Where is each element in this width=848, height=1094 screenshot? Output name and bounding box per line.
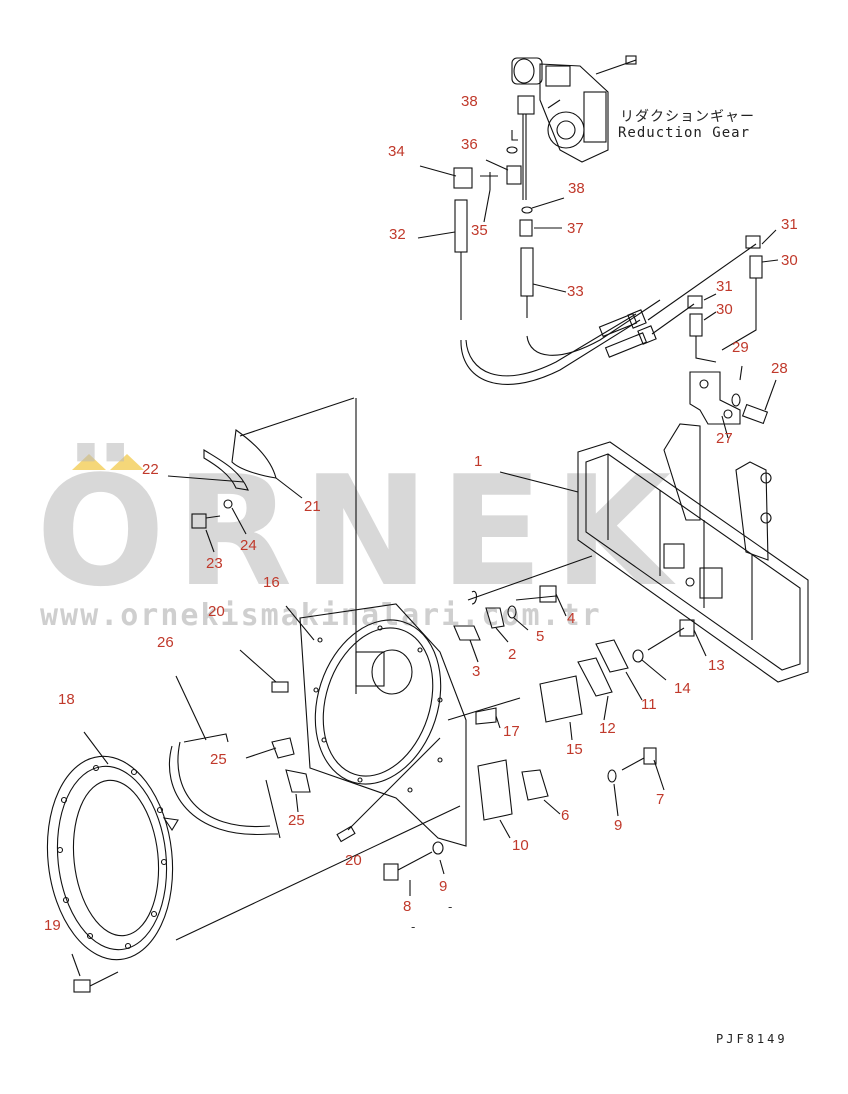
callout-33: 33	[567, 283, 584, 300]
watermark-dot-left	[72, 454, 106, 470]
callout-36: 36	[461, 136, 478, 153]
bolt-19	[71, 953, 119, 993]
callout-12: 12	[599, 720, 616, 737]
watermark-word: ÖRNEK	[36, 443, 682, 620]
fittings-30-31	[687, 229, 779, 363]
callout-27: 27	[716, 430, 733, 447]
callout-21: 21	[304, 498, 321, 515]
callout-26: 26	[157, 634, 174, 651]
callout-35: 35	[471, 222, 488, 239]
callout-34: 34	[388, 143, 405, 160]
dash-mark: -	[411, 920, 416, 934]
callout-38-upper: 38	[461, 93, 478, 110]
callout-30-upper: 30	[781, 252, 798, 269]
hose-33	[520, 247, 661, 356]
dash-mark: -	[448, 900, 453, 914]
callout-13: 13	[708, 657, 725, 674]
reduction-gear	[511, 55, 637, 200]
watermark-dot-right	[110, 454, 144, 470]
callout-1: 1	[474, 453, 483, 470]
callout-22: 22	[142, 461, 159, 478]
seal-strip-26	[168, 675, 281, 839]
callout-14: 14	[674, 680, 691, 697]
callout-6: 6	[561, 807, 570, 824]
guard-21-22	[167, 397, 355, 553]
callout-15: 15	[566, 741, 583, 758]
callout-18: 18	[58, 691, 75, 708]
callout-29: 29	[732, 339, 749, 356]
callout-9-right: 9	[614, 817, 623, 834]
callout-31-upper: 31	[781, 216, 798, 233]
callout-25-upper: 25	[210, 751, 227, 768]
callout-11: 11	[641, 696, 657, 713]
callout-25-lower: 25	[288, 812, 305, 829]
pins-20-25	[239, 649, 441, 843]
callout-24: 24	[240, 537, 257, 554]
callout-4: 4	[567, 610, 576, 627]
hose-ends-right	[598, 243, 757, 358]
callout-3: 3	[472, 663, 481, 680]
housing-plate-16	[285, 398, 467, 847]
drawing-code: PJF8149	[716, 1032, 788, 1046]
callout-16: 16	[263, 574, 280, 591]
callout-28: 28	[771, 360, 788, 377]
manifold-27	[689, 365, 777, 439]
hose-32	[417, 199, 641, 385]
callout-37: 37	[567, 220, 584, 237]
reduction-gear-label-jp: リダクションギャー	[620, 109, 755, 125]
main-frame	[467, 423, 809, 683]
callout-20-upper: 20	[208, 603, 225, 620]
reduction-gear-label-en: Reduction Gear	[618, 125, 751, 141]
callout-17: 17	[503, 723, 520, 740]
fittings-upper	[419, 130, 565, 237]
callout-5: 5	[536, 628, 545, 645]
callout-19: 19	[44, 917, 61, 934]
callout-7: 7	[656, 791, 665, 808]
flange-ring-18	[46, 731, 461, 961]
callout-2: 2	[508, 646, 517, 663]
callout-9-lower: 9	[439, 878, 448, 895]
callout-31-lower: 31	[716, 278, 733, 295]
callout-8: 8	[403, 898, 412, 915]
blocks-and-bolts	[383, 585, 707, 896]
callout-32: 32	[389, 226, 406, 243]
callout-38-lower: 38	[568, 180, 585, 197]
callout-30-lower: 30	[716, 301, 733, 318]
callout-20-lower: 20	[345, 852, 362, 869]
callout-10: 10	[512, 837, 529, 854]
callout-23: 23	[206, 555, 223, 572]
